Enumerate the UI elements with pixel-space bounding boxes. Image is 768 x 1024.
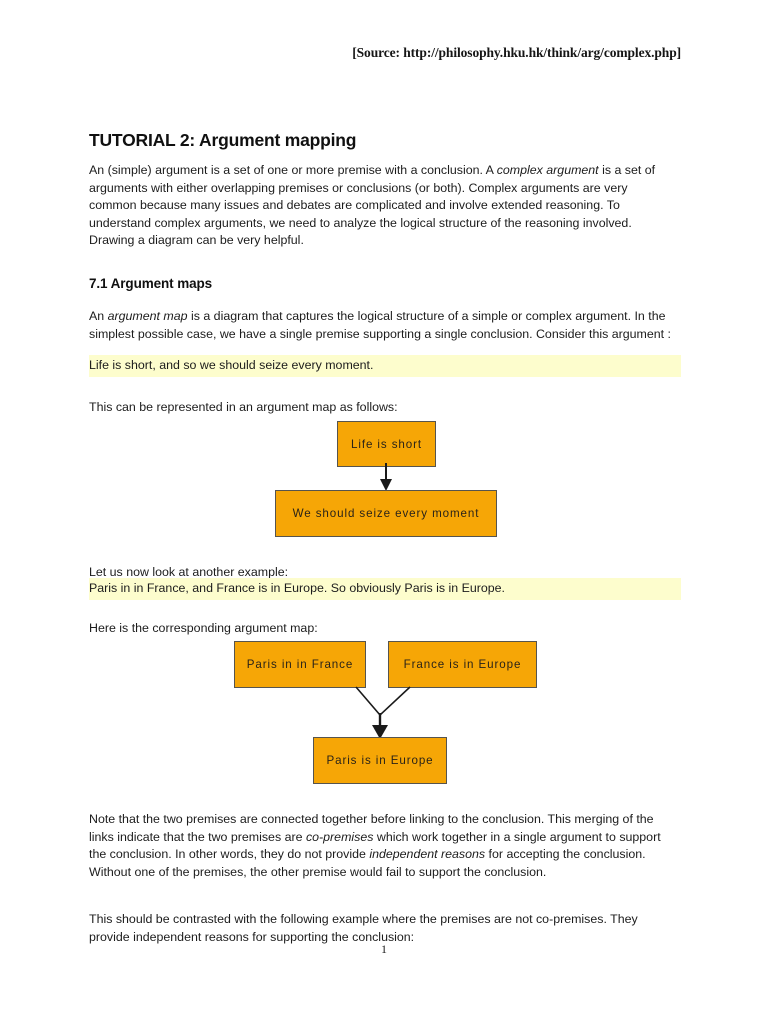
diagram1-conclusion-node: We should seize every moment xyxy=(275,490,497,537)
page-title: TUTORIAL 2: Argument mapping xyxy=(89,129,357,150)
argmap-text-1: An xyxy=(89,309,108,324)
diagram2-premise-b-node: France is in Europe xyxy=(388,641,537,688)
paragraph-argument-map: An argument map is a diagram that captur… xyxy=(89,308,673,343)
note-emphasis-copremises: co-premises xyxy=(305,829,374,844)
paragraph-here-is-map: Here is the corresponding argument map: xyxy=(89,621,318,636)
paragraph-another-example: Let us now look at another example: xyxy=(89,565,289,580)
diagram2-converging-arrow-connector xyxy=(355,686,411,739)
intro-text-1: An (simple) argument is a set of one or … xyxy=(89,163,497,178)
note-text-2: which work together in a single argument… xyxy=(89,829,661,862)
page-number: 1 xyxy=(381,942,387,956)
paragraph-intro: An (simple) argument is a set of one or … xyxy=(89,162,673,249)
note-text-1: Note that the two premises are connected… xyxy=(89,812,654,844)
note-emphasis-independent-reasons: independent reasons xyxy=(369,847,486,862)
section-heading-argument-maps: 7.1 Argument maps xyxy=(89,276,213,292)
diagram1-premise-node: Life is short xyxy=(337,421,436,467)
highlighted-quote-paris-europe: Paris in in France, and France is in Eur… xyxy=(89,578,681,601)
diagram2-premise-a-node: Paris in in France xyxy=(234,641,366,688)
diagram2-conclusion-node: Paris is in Europe xyxy=(313,737,447,784)
paragraph-represented-as: This can be represented in an argument m… xyxy=(89,400,398,415)
paragraph-contrast: This should be contrasted with the follo… xyxy=(89,912,638,944)
highlighted-quote-life-is-short: Life is short, and so we should seize ev… xyxy=(89,355,681,378)
intro-text-2: is a set of arguments with either overla… xyxy=(89,163,656,248)
argmap-emphasis-argument-map: argument map xyxy=(107,309,188,324)
note-text-3: for accepting the conclusion. Without on… xyxy=(89,847,646,879)
argmap-text-2: is a diagram that captures the logical s… xyxy=(89,309,671,341)
source-url-header: [Source: http://philosophy.hku.hk/think/… xyxy=(352,45,681,60)
paragraph-note-copremises: Note that the two premises are connected… xyxy=(89,811,673,881)
intro-emphasis-complex-argument: complex argument xyxy=(496,163,599,178)
